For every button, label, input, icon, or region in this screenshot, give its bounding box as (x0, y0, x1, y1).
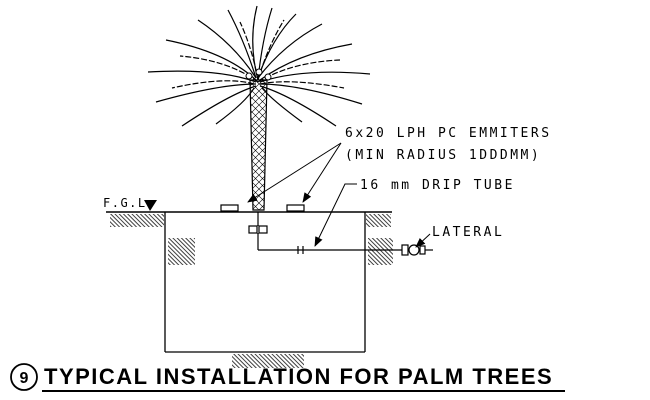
label-emitters-line1: 6x20 LPH PC EMMITERS (345, 126, 552, 141)
drawing-title: TYPICAL INSTALLATION FOR PALM TREES (44, 364, 553, 389)
leader-lines (247, 142, 431, 248)
label-fgl: F.G.L (103, 196, 147, 210)
emitter-left (220, 204, 239, 212)
label-drip-tube: 16 mm DRIP TUBE (360, 178, 515, 193)
label-lateral: LATERAL (432, 225, 504, 240)
detail-number: 9 (20, 370, 29, 387)
irrigation-assembly (220, 204, 433, 256)
ground-section (106, 211, 393, 368)
detail-number-circle (10, 363, 38, 391)
planting-pit (164, 212, 366, 353)
fgl-triangle-icon (144, 200, 157, 211)
palm-trunk (249, 79, 268, 211)
tee-fitting (248, 225, 258, 234)
emitter-right (286, 204, 305, 212)
label-emitters-line2: (MIN RADIUS 1DDDMM) (345, 148, 541, 163)
palm-tree (147, 5, 371, 211)
lateral-connector (401, 244, 433, 256)
palm-fruits (245, 68, 272, 81)
earth-hatch (110, 214, 393, 368)
title-block: 9 TYPICAL INSTALLATION FOR PALM TREES (10, 363, 565, 392)
